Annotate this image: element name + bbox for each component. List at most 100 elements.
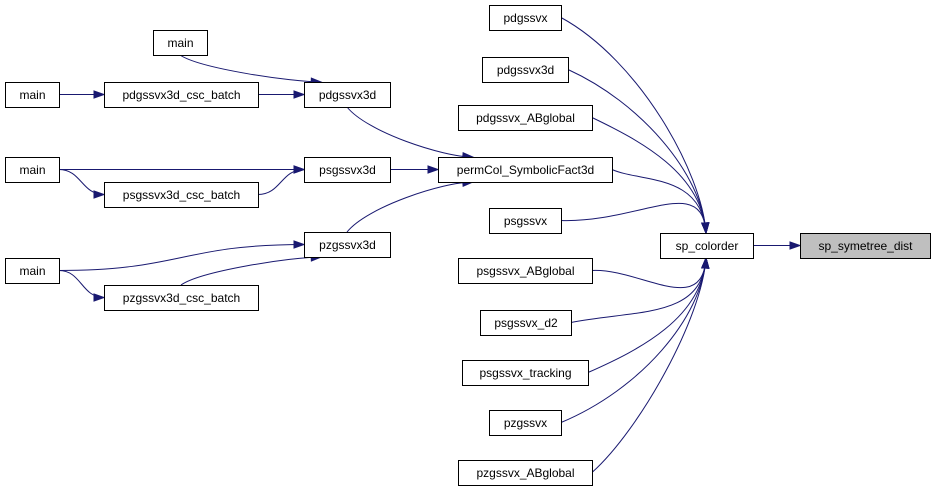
edge-arrowhead	[293, 240, 306, 249]
edge-main_b-to-pdgssvx3d_csc_batch	[58, 90, 106, 99]
node-box	[480, 310, 572, 336]
node-box	[104, 182, 259, 208]
node-label: psgssvx3d	[319, 163, 376, 177]
edge-arrowhead	[427, 165, 440, 174]
node-psgssvx-d2[interactable]: psgssvx_d2	[480, 310, 572, 336]
edge-arrowhead	[93, 90, 106, 99]
node-pdgssvx3d-r[interactable]: pdgssvx3d	[482, 57, 569, 83]
node-label: pdgssvx3d	[497, 63, 554, 77]
edge-line	[567, 69, 707, 234]
node-pdgssvx-ABglobal[interactable]: pdgssvx_ABglobal	[458, 105, 593, 131]
edge-line	[591, 257, 707, 473]
node-label: pdgssvx_ABglobal	[476, 111, 575, 125]
node-box	[304, 82, 391, 108]
node-box	[660, 233, 754, 259]
node-box	[800, 233, 931, 259]
edge-arrowhead	[93, 190, 106, 199]
node-label: sp_colorder	[676, 239, 739, 253]
node-label: pzgssvx	[504, 416, 547, 430]
edge-pdgssvx3d_csc_batch-to-pdgssvx3d	[257, 90, 306, 99]
node-permCol-SymbolicFact3d[interactable]: permCol_SymbolicFact3d	[438, 157, 613, 183]
edge-pdgssvx3d-to-permCol_SymbolicFact3d	[346, 106, 475, 161]
node-box	[458, 105, 593, 131]
edge-pzgssvx_ABglobal-to-sp_colorder	[591, 256, 710, 473]
edge-arrowhead	[293, 90, 306, 99]
edge-main_d-to-pzgssvx3d_csc_batch	[58, 270, 106, 302]
node-label: main	[19, 88, 45, 102]
node-psgssvx-ABglobal[interactable]: psgssvx_ABglobal	[458, 258, 593, 284]
node-pzgssvx-ABglobal[interactable]: pzgssvx_ABglobal	[458, 460, 593, 486]
edge-main_c-to-psgssvx3d_csc_batch	[58, 169, 106, 199]
node-label: psgssvx3d_csc_batch	[123, 188, 240, 202]
node-label: pzgssvx3d	[319, 238, 376, 252]
node-pdgssvx3d-csc-batch[interactable]: pdgssvx3d_csc_batch	[104, 82, 259, 108]
node-label: psgssvx	[504, 214, 547, 228]
edge-line	[58, 169, 105, 195]
edge-psgssvx_ABglobal-to-sp_colorder	[591, 256, 710, 289]
edge-line	[58, 244, 305, 271]
edge-permCol_SymbolicFact3d-to-sp_colorder	[611, 169, 710, 235]
node-box	[438, 157, 613, 183]
edge-arrowhead	[93, 293, 106, 302]
node-label: pdgssvx	[503, 11, 547, 25]
edge-line	[58, 270, 105, 298]
node-box	[5, 157, 60, 183]
edge-psgssvx-to-sp_colorder	[560, 202, 710, 235]
edge-line	[587, 257, 707, 373]
call-graph-edges	[58, 17, 802, 473]
node-psgssvx3d-csc-batch[interactable]: psgssvx3d_csc_batch	[104, 182, 259, 208]
node-label: main	[167, 36, 193, 50]
node-box	[153, 30, 208, 56]
node-box	[489, 410, 562, 436]
edge-line	[180, 256, 322, 286]
node-pzgssvx3d-csc-batch[interactable]: pzgssvx3d_csc_batch	[104, 285, 259, 311]
edge-line	[346, 106, 473, 158]
node-pzgssvx3d[interactable]: pzgssvx3d	[304, 232, 391, 258]
call-graph-nodes: main main main main pdgssvx3d_csc_batchpsgss…	[5, 5, 931, 486]
node-box	[104, 285, 259, 311]
edge-psgssvx_tracking-to-sp_colorder	[587, 256, 710, 373]
node-sp-symetree-dist[interactable]: sp_symetree_dist	[800, 233, 931, 259]
edge-line	[560, 202, 707, 234]
node-label: sp_symetree_dist	[818, 239, 913, 253]
edge-line	[570, 257, 707, 323]
node-box	[304, 157, 391, 183]
node-psgssvx-tracking[interactable]: psgssvx_tracking	[462, 360, 589, 386]
edge-line	[591, 257, 707, 289]
node-box	[5, 258, 60, 284]
node-label: psgssvx_ABglobal	[476, 264, 574, 278]
edge-psgssvx3d-to-permCol_SymbolicFact3d	[390, 165, 440, 174]
node-psgssvx3d[interactable]: psgssvx3d	[304, 157, 391, 183]
edge-arrowhead	[789, 241, 802, 250]
edge-line	[257, 169, 305, 195]
edge-psgssvx3d_csc_batch-to-psgssvx3d	[257, 165, 306, 195]
node-label: pzgssvx_ABglobal	[476, 466, 574, 480]
node-label: psgssvx_tracking	[479, 366, 571, 380]
node-sp-colorder[interactable]: sp_colorder	[660, 233, 754, 259]
edge-line	[346, 181, 473, 233]
edge-line	[179, 54, 322, 83]
node-pdgssvx3d[interactable]: pdgssvx3d	[304, 82, 391, 108]
node-box	[458, 258, 593, 284]
edge-arrowhead	[293, 165, 306, 174]
node-box	[5, 82, 60, 108]
edge-main_d-to-pzgssvx3d	[58, 240, 306, 271]
node-label: pdgssvx3d_csc_batch	[122, 88, 240, 102]
edge-pzgssvx3d-to-permCol_SymbolicFact3d	[346, 178, 475, 233]
node-label: pdgssvx3d	[319, 88, 376, 102]
node-label: permCol_SymbolicFact3d	[457, 163, 594, 177]
node-main-b[interactable]: main	[5, 82, 60, 108]
edge-main_a-to-pdgssvx3d	[179, 54, 323, 86]
node-label: psgssvx_d2	[494, 316, 558, 330]
node-main-d[interactable]: main	[5, 258, 60, 284]
node-pdgssvx[interactable]: pdgssvx	[489, 5, 562, 31]
node-main-a[interactable]: main	[153, 30, 208, 56]
node-box	[489, 208, 562, 234]
node-pzgssvx[interactable]: pzgssvx	[489, 410, 562, 436]
node-box	[462, 360, 589, 386]
edge-arrowhead	[701, 256, 710, 269]
node-label: pzgssvx3d_csc_batch	[123, 291, 240, 305]
node-psgssvx[interactable]: psgssvx	[489, 208, 562, 234]
node-main-c[interactable]: main	[5, 157, 60, 183]
